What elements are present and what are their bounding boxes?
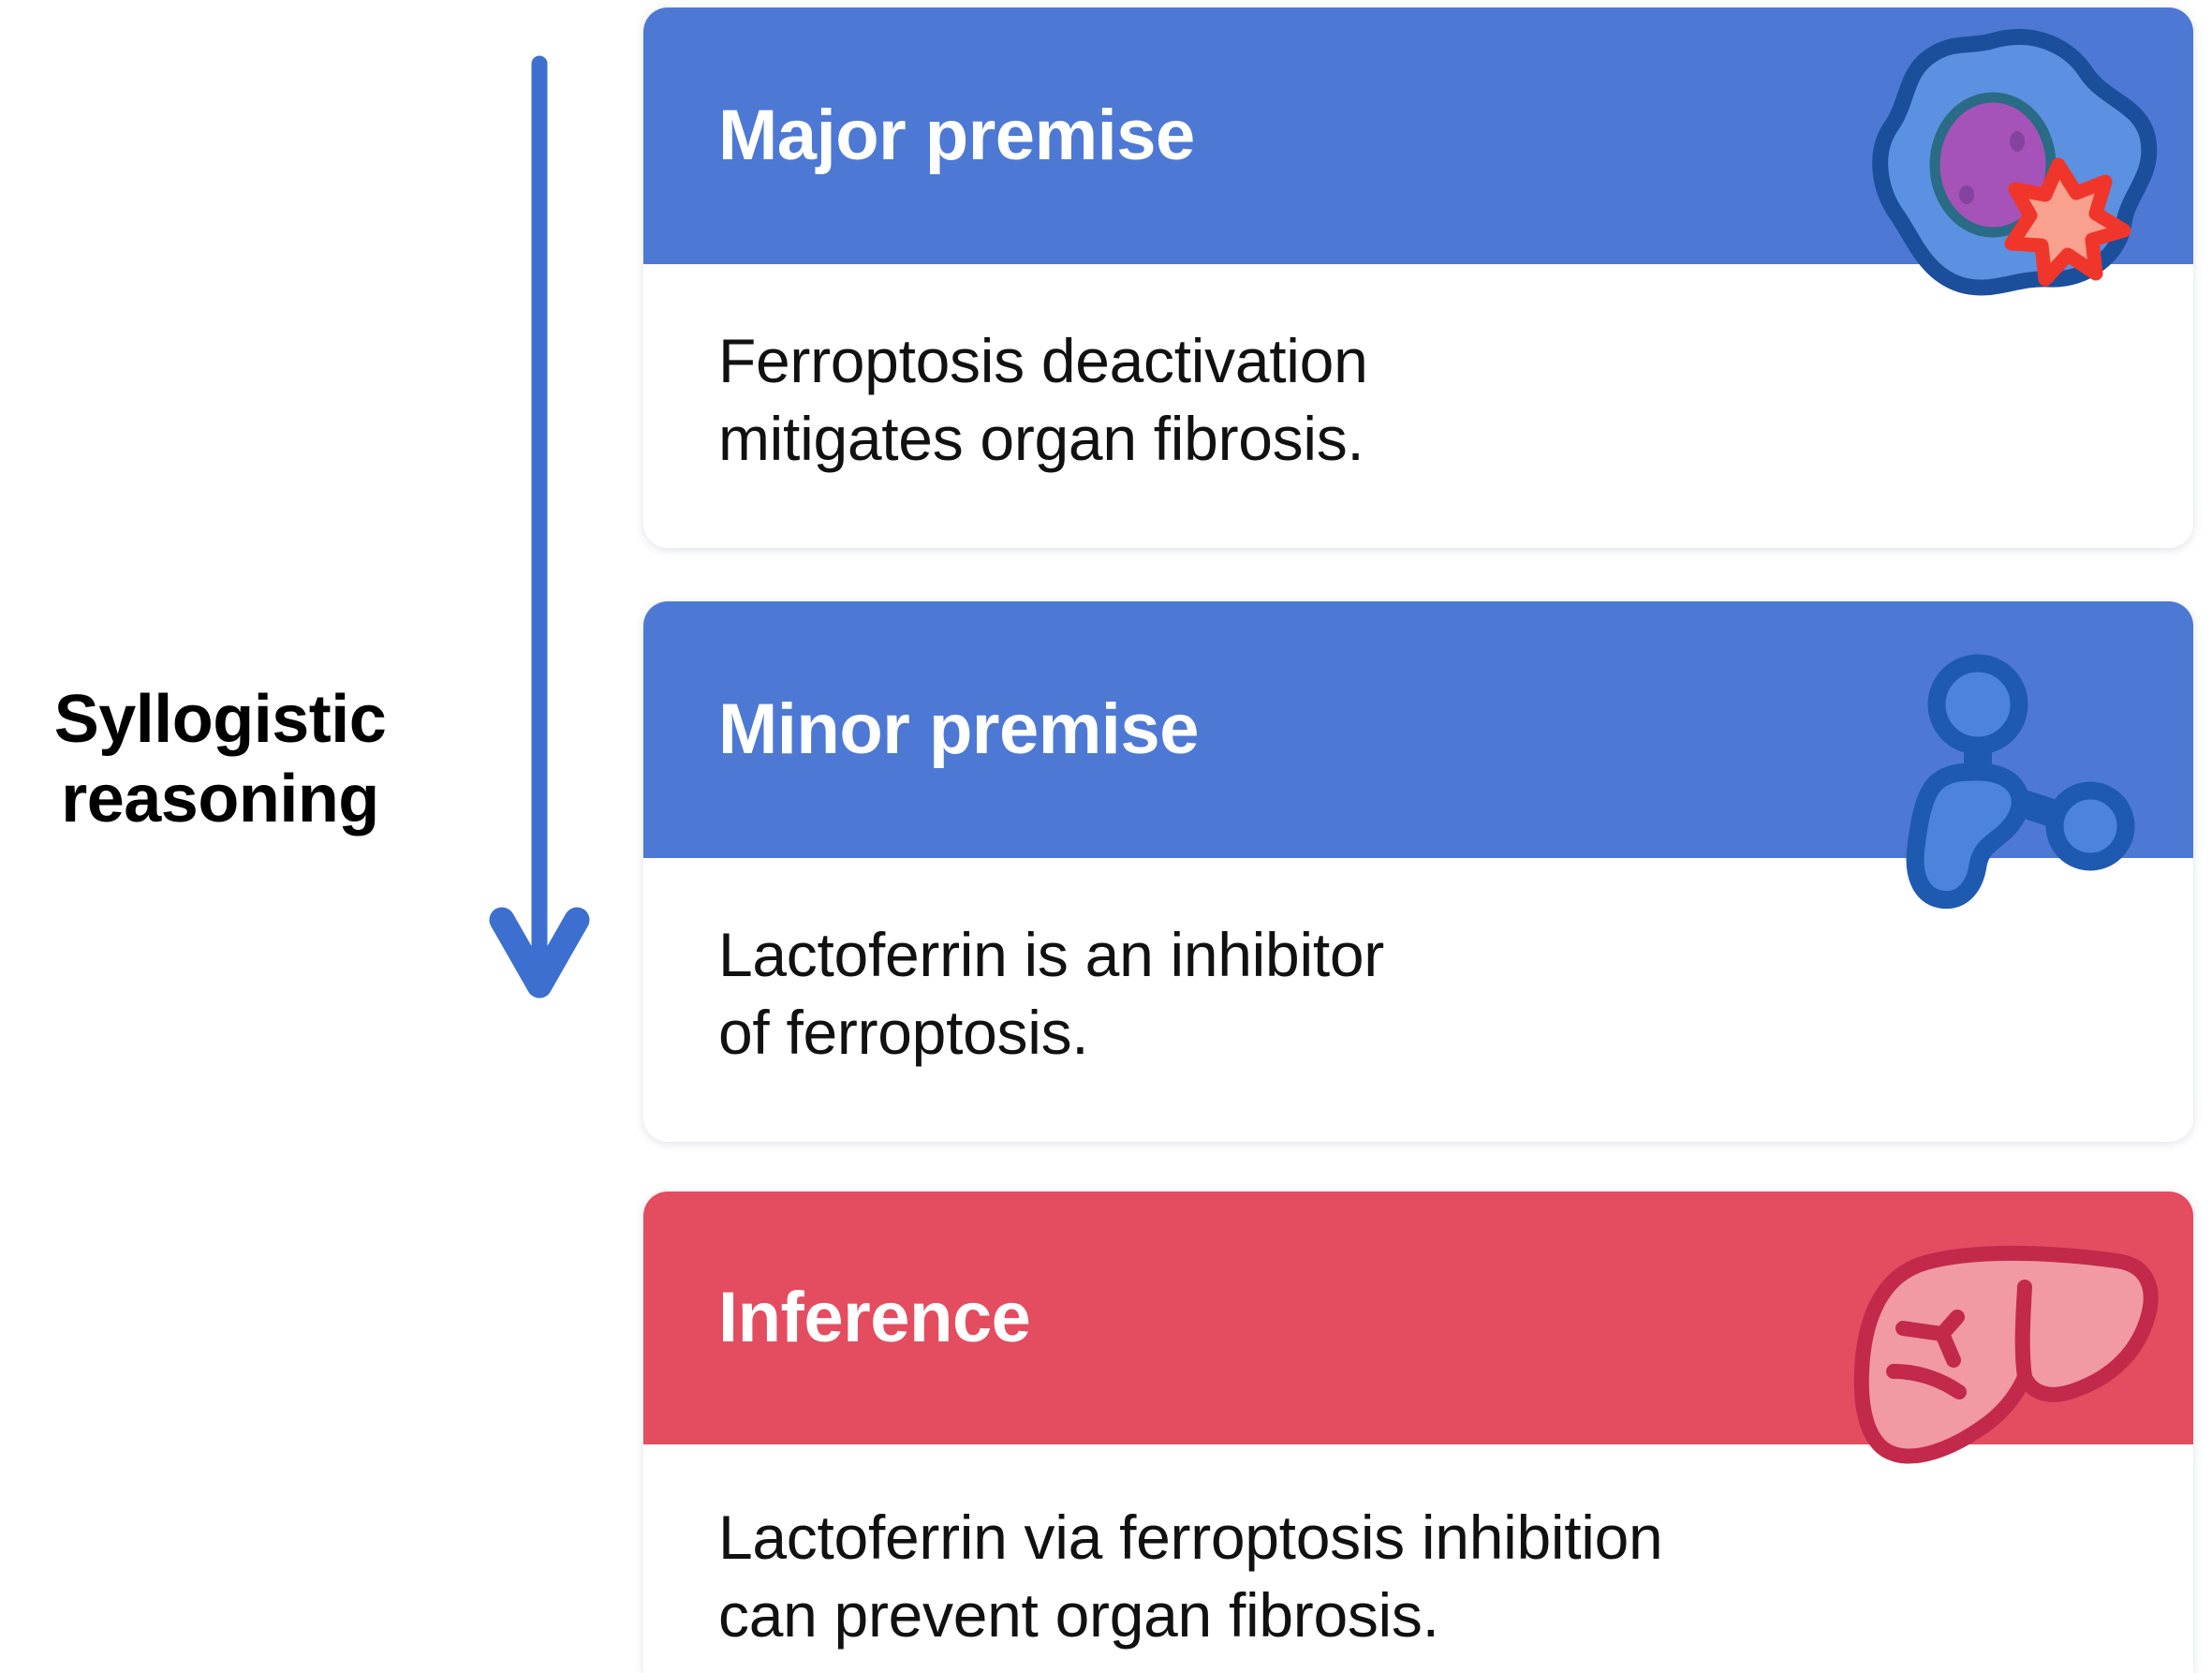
card-minor-premise-body-line-2: of ferroptosis. [718,998,1089,1068]
card-major-premise: Major premise Ferroptosis deactivation m… [643,7,2193,548]
page-title: Syllogistic reasoning [0,680,440,839]
card-minor-premise-header: Minor premise [643,601,2193,910]
card-major-premise-header: Major premise [643,7,2193,296]
card-major-premise-body-line-1: Ferroptosis deactivation [718,326,1368,395]
downward-flow-arrow [489,55,590,999]
card-inference-body-line-1: Lactoferrin via ferroptosis inhibition [718,1503,1663,1572]
card-inference-header: Inference [643,1192,2193,1464]
card-minor-premise: Minor premise Lactoferrin is an inhibito… [643,601,2193,1142]
card-minor-premise-body-line-1: Lactoferrin is an inhibitor [718,920,1384,989]
card-minor-premise-title: Minor premise [718,689,1199,769]
reasoning-card-stack: Major premise Ferroptosis deactivation m… [643,0,2193,1673]
card-inference-body: Lactoferrin via ferroptosis inhibition c… [643,1444,2193,1654]
card-major-premise-body: Ferroptosis deactivation mitigates organ… [643,264,2193,478]
card-inference: Inference Lactoferrin via ferroptosis in… [643,1192,2193,1673]
card-inference-body-line-2: can prevent organ fibrosis. [718,1580,1439,1651]
side-label-line-1: Syllogistic [53,682,387,757]
cell-with-damage-icon [1872,28,2158,296]
card-minor-premise-body: Lactoferrin is an inhibitor of ferroptos… [643,858,2193,1072]
side-label-line-2: reasoning [61,761,379,836]
card-inference-title: Inference [718,1278,1031,1357]
card-major-premise-title: Major premise [718,96,1195,175]
card-major-premise-body-line-2: mitigates organ fibrosis. [718,404,1364,474]
